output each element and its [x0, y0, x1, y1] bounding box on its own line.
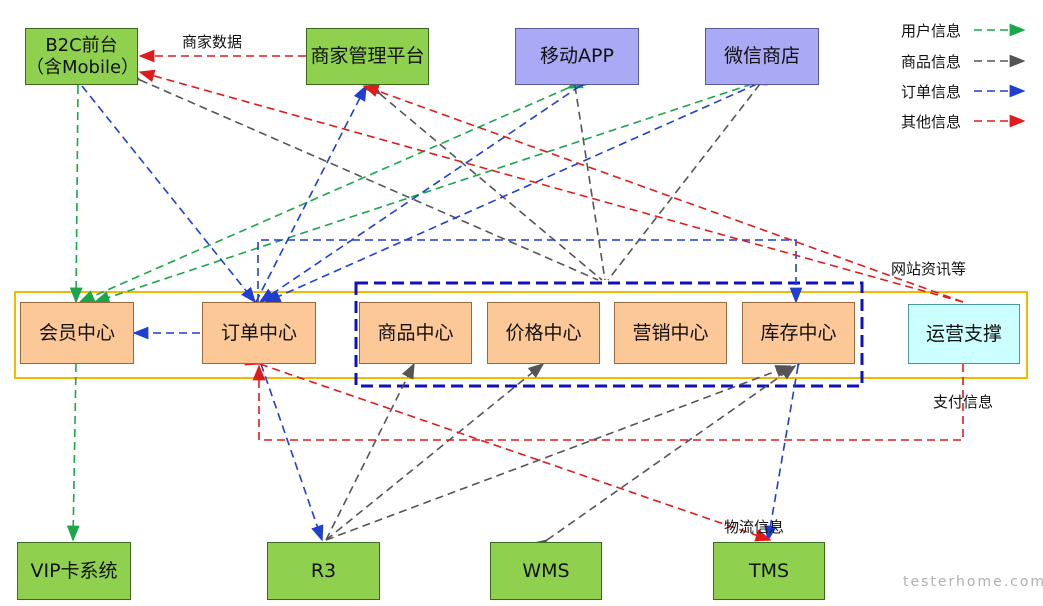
legend-order-info: 订单信息	[901, 83, 962, 101]
node-member-center-label: 会员中心	[38, 321, 115, 344]
node-merchant-platform-label: 商家管理平台	[310, 45, 425, 68]
node-b2c-frontend: B2C前台 （含Mobile）	[25, 28, 140, 85]
node-product-center-label: 商品中心	[377, 321, 454, 344]
edge-r3-product	[325, 362, 415, 541]
node-mobile-app-label: 移动APP	[540, 45, 614, 68]
edge-order-tms	[244, 353, 772, 542]
node-wms: WMS	[490, 542, 602, 600]
watermark: testerhome.com	[903, 574, 1043, 590]
edge-ops-b2c	[138, 69, 964, 303]
edge-wechat-order	[264, 72, 773, 303]
edge-wms-inventory	[531, 365, 797, 554]
node-tms: TMS	[713, 542, 825, 600]
legend-user-info: 用户信息	[901, 22, 962, 40]
edge-r3-inventory	[325, 365, 792, 541]
node-product-center: 商品中心	[359, 302, 472, 364]
edge-member-vip	[66, 349, 83, 542]
edge-ops-merchant	[362, 84, 964, 303]
label-merchant-data: 商家数据	[182, 33, 243, 51]
edge-r3-price	[325, 362, 545, 541]
edge-order-r3	[250, 348, 324, 542]
node-marketing-center-label: 营销中心	[632, 321, 709, 344]
edge-ops-order-payment	[252, 364, 964, 441]
label-payment-info: 支付信息	[933, 393, 994, 411]
node-mobile-app: 移动APP	[515, 28, 639, 85]
legend-other-info: 其他信息	[901, 113, 962, 131]
edge-b2c-order	[81, 85, 257, 304]
label-site-info: 网站资讯等	[891, 260, 967, 278]
node-r3-label: R3	[310, 559, 337, 582]
node-wechat-store-label: 微信商店	[723, 45, 800, 68]
edge-order-merchant	[255, 84, 367, 303]
edge-inventory-tms	[764, 350, 807, 542]
legend-product-info: 商品信息	[901, 53, 962, 71]
edge-wechat-member	[93, 73, 768, 304]
node-wechat-store: 微信商店	[705, 28, 819, 85]
edge-b2c-member	[69, 71, 85, 304]
edge-app-hub	[566, 70, 606, 281]
node-wms-label: WMS	[522, 559, 570, 582]
node-price-center: 价格中心	[487, 302, 600, 364]
node-b2c-line1: B2C前台	[45, 34, 118, 56]
node-b2c-line2: （含Mobile）	[26, 56, 140, 78]
node-inventory-center-label: 库存中心	[760, 321, 837, 344]
node-ops-support-label: 运营支撑	[925, 322, 1002, 345]
edge-app-member	[78, 76, 584, 303]
node-r3: R3	[267, 542, 380, 600]
node-ops-support: 运营支撑	[908, 304, 1020, 364]
node-vip-card-system: VIP卡系统	[17, 542, 131, 600]
node-member-center: 会员中心	[20, 302, 134, 364]
edge-order-inventory	[251, 239, 803, 317]
node-merchant-platform: 商家管理平台	[306, 28, 429, 85]
node-order-center: 订单中心	[202, 302, 316, 364]
node-price-center-label: 价格中心	[505, 321, 582, 344]
node-tms-label: TMS	[748, 559, 790, 582]
node-marketing-center: 营销中心	[614, 302, 727, 364]
edge-b2c-hub	[124, 68, 599, 281]
label-logistics-info: 物流信息	[724, 518, 785, 536]
node-order-center-label: 订单中心	[220, 321, 297, 344]
node-vip-card-label: VIP卡系统	[30, 559, 118, 582]
node-inventory-center: 库存中心	[742, 302, 855, 364]
